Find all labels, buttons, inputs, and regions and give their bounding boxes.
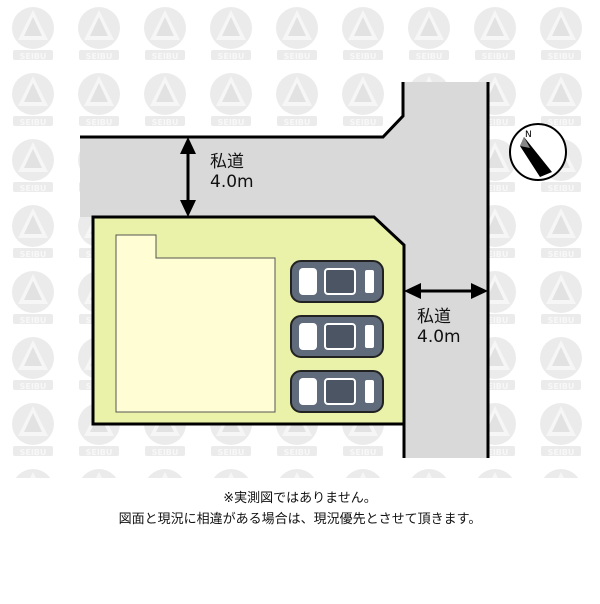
svg-text:N: N bbox=[525, 130, 532, 140]
building-footprint bbox=[115, 234, 276, 413]
disclaimer-note-2: 図面と現況に相違がある場合は、現況優先とさせて頂きます。 bbox=[118, 512, 482, 527]
road-label-right: 私道 4.0m bbox=[417, 307, 461, 347]
road-name-right: 私道 bbox=[417, 307, 451, 327]
road-width-top: 4.0m bbox=[210, 172, 254, 192]
dimension-arrow-right bbox=[404, 283, 488, 299]
north-arrow-icon: N bbox=[509, 123, 567, 181]
road-boundary-top bbox=[80, 82, 405, 139]
car-icon bbox=[290, 315, 384, 358]
private-road bbox=[80, 82, 488, 458]
road-label-top: 私道 4.0m bbox=[210, 152, 254, 192]
disclaimer-note-1: ※実測図ではありません。 bbox=[223, 491, 377, 506]
car-icon bbox=[290, 370, 384, 413]
road-name-top: 私道 bbox=[210, 152, 244, 172]
dimension-arrow-top bbox=[180, 137, 196, 217]
road-width-right: 4.0m bbox=[417, 327, 461, 347]
car-icon bbox=[290, 260, 384, 303]
